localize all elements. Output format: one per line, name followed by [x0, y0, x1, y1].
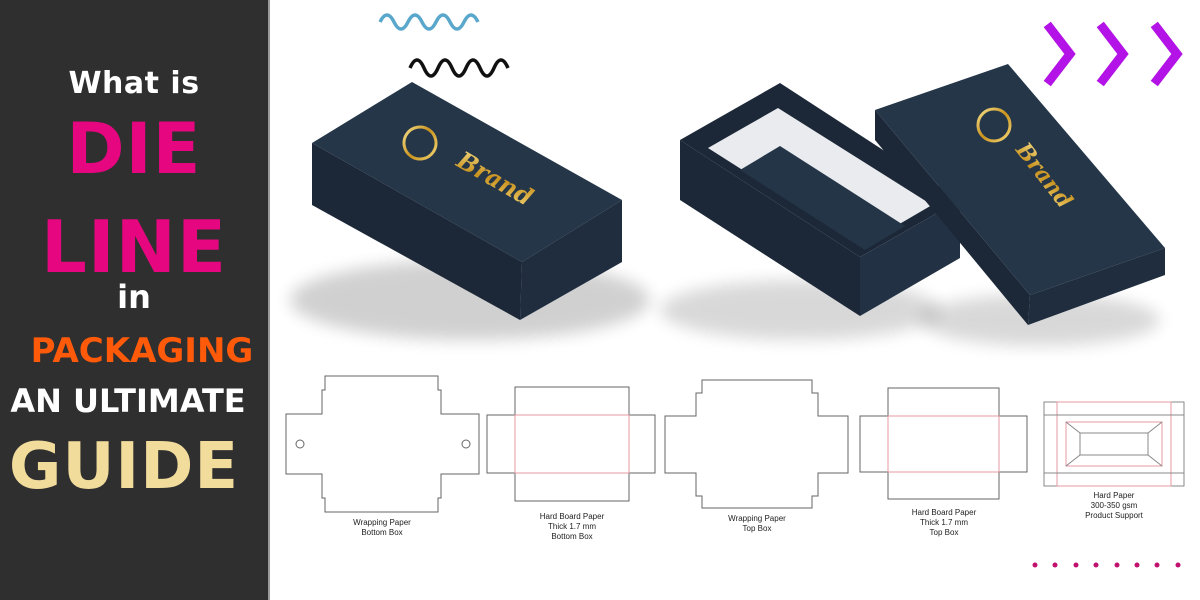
- dieline-label: Hard Board Paper Thick 1.7 mm Top Box: [911, 508, 977, 537]
- title-die: DIE: [66, 108, 202, 190]
- title-guide: GUIDE: [8, 430, 240, 504]
- dieline-wrapping-top: [664, 379, 849, 509]
- box-lid-illustration: Brand: [875, 64, 1165, 346]
- title-line: LINE: [40, 205, 228, 289]
- title-an-ultimate: AN ULTIMATE: [10, 382, 246, 420]
- dieline-product-support: [1043, 401, 1185, 487]
- title-packaging: PACKAGING: [30, 331, 254, 371]
- open-box-base-illustration: [660, 83, 960, 340]
- title-what-is: What is: [68, 66, 200, 101]
- dot-row-decoration: [1032, 562, 1181, 568]
- chevron-right-icon: [1043, 21, 1076, 87]
- dieline-label: Wrapping Paper Bottom Box: [353, 518, 411, 537]
- packaging-illustration: Brand Brand: [285, 13, 1185, 568]
- black-wave-icon: [408, 58, 510, 78]
- chevron-right-icon: [1150, 21, 1183, 87]
- dieline-hardboard-bottom: [486, 386, 656, 502]
- dieline-label: Hard Board Paper Thick 1.7 mm Bottom Box: [539, 512, 605, 541]
- blue-wave-icon: [378, 13, 480, 31]
- dieline-wrapping-bottom: [285, 375, 480, 513]
- closed-box-illustration: Brand: [290, 82, 650, 340]
- dieline-label: Wrapping Paper Top Box: [728, 514, 786, 533]
- title-in: in: [117, 278, 151, 316]
- chevron-right-icon: [1096, 21, 1129, 87]
- dieline-label: Hard Paper 300-350 gsm Product Support: [1085, 491, 1143, 520]
- title-sidebar: What is DIE LINE in PACKAGING AN ULTIMAT…: [0, 0, 270, 600]
- dieline-hardboard-top: [859, 387, 1028, 500]
